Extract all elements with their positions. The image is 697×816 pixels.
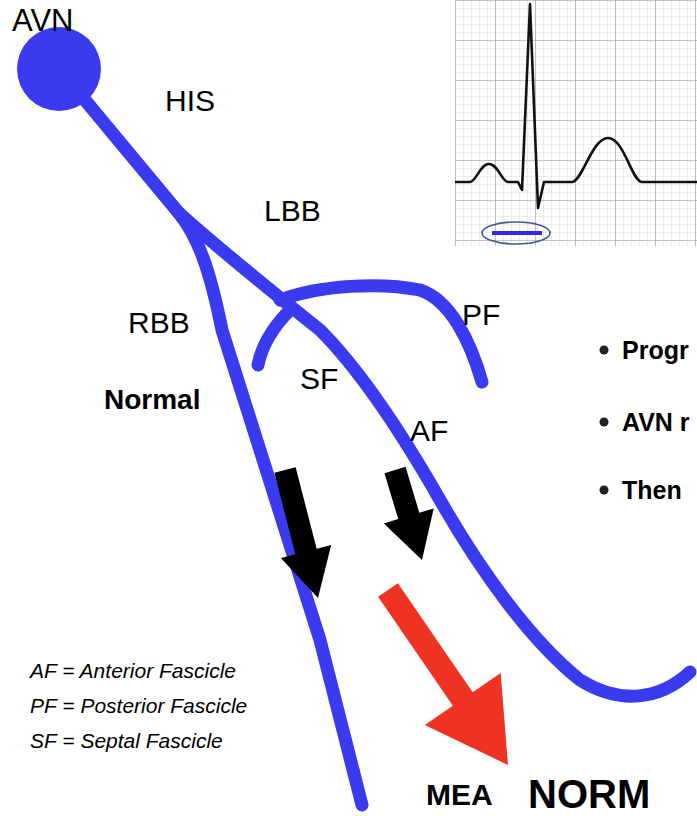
bundle-label: HIS	[165, 86, 215, 116]
conduction-arrow	[274, 467, 331, 598]
pr-highlight	[482, 222, 550, 244]
heading-label: NORM	[528, 774, 650, 814]
abbreviation-note: PF = Posterior Fascicle	[30, 695, 247, 716]
bullet-dot	[600, 346, 609, 355]
node-outline	[16, 26, 102, 112]
state-label: Normal	[104, 386, 200, 414]
bullet-text: AVN r	[622, 410, 690, 435]
bundle-label: LBB	[264, 196, 321, 226]
bullet-dot	[600, 418, 609, 427]
bullet-text: Progr	[622, 338, 689, 363]
right-bundle-branch	[178, 212, 362, 805]
bullet-text: Then	[622, 478, 682, 503]
node-label: AVN	[12, 5, 73, 36]
av-node-circle: AVN	[16, 26, 102, 112]
fascicle-label: PF	[462, 300, 500, 330]
fascicle-label: AF	[410, 416, 448, 446]
axis-label: MEA	[426, 780, 493, 810]
septal-fascicle	[258, 310, 290, 365]
mean-electrical-axis-arrow	[378, 583, 508, 765]
bundle-label: RBB	[128, 308, 190, 338]
left-bundle-branch	[178, 212, 690, 696]
bullet-dot	[600, 486, 609, 495]
node-circle	[17, 27, 101, 111]
ecg-trace	[455, 4, 697, 208]
ecg-inset	[455, 0, 697, 246]
conduction-arrow	[384, 467, 434, 560]
fascicle-label: SF	[300, 364, 338, 394]
abbreviation-note: AF = Anterior Fascicle	[30, 660, 236, 681]
abbreviation-note: SF = Septal Fascicle	[30, 730, 223, 751]
pr-interval-bar	[492, 231, 542, 235]
